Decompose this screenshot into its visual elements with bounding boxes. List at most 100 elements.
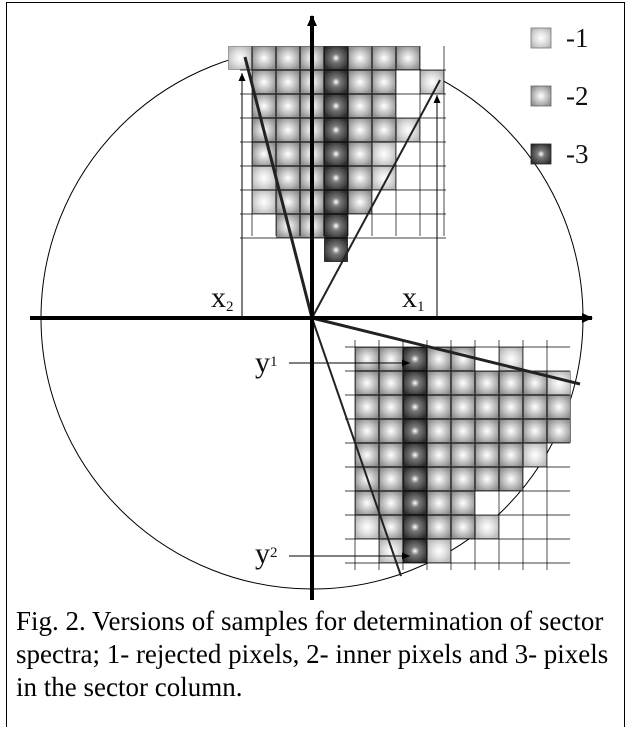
inner-pixel [379, 371, 403, 395]
rejected-pixel [547, 371, 571, 395]
inner-pixel [348, 142, 372, 166]
ray-lower-right [311, 316, 581, 386]
inner-pixel [372, 70, 396, 94]
inner-pixel [348, 46, 372, 70]
inner-pixel [379, 491, 403, 515]
pixel-grid-lines [240, 46, 570, 570]
column-pixel [324, 190, 348, 214]
inner-pixel [348, 166, 372, 190]
inner-pixel [348, 70, 372, 94]
column-pixel [324, 142, 348, 166]
inner-pixel [396, 46, 420, 70]
x2-label: x2 [211, 281, 234, 315]
rejected-pixel [252, 190, 276, 214]
inner-pixel [276, 166, 300, 190]
inner-pixel [276, 142, 300, 166]
inner-pixel [451, 443, 475, 467]
inner-pixel [427, 419, 451, 443]
inner-pixel [427, 347, 451, 371]
inner-pixel [427, 443, 451, 467]
column-pixel [324, 118, 348, 142]
inner-pixel [451, 371, 475, 395]
inner-pixel [499, 443, 523, 467]
inner-pixel [547, 395, 571, 419]
inner-pixel [523, 419, 547, 443]
column-pixel [403, 467, 427, 491]
inner-pixel [451, 491, 475, 515]
inner-pixel [475, 467, 499, 491]
inner-pixel [451, 515, 475, 539]
column-pixel [324, 94, 348, 118]
y2-label: y2 [255, 537, 278, 570]
inner-pixel [348, 118, 372, 142]
inner-pixel [475, 371, 499, 395]
upper-sector-pixels [228, 46, 444, 262]
inner-pixel [252, 70, 276, 94]
inner-pixel [427, 467, 451, 491]
column-pixel [324, 166, 348, 190]
column-pixel [324, 70, 348, 94]
rejected-pixel [475, 515, 499, 539]
y1-label: y1 [255, 346, 278, 379]
inner-pixel [499, 419, 523, 443]
inner-pixel [276, 94, 300, 118]
x1-label: x1 [402, 281, 425, 315]
legend-item-inner: -2 [530, 81, 589, 111]
column-pixel [403, 443, 427, 467]
legend-item-rejected: -1 [530, 23, 589, 53]
inner-pixel [276, 70, 300, 94]
column-pixel [403, 515, 427, 539]
ray-lower-left [311, 317, 402, 577]
figure-caption: Fig. 2. Versions of samples for determin… [16, 606, 609, 702]
column-pixel [403, 539, 427, 563]
inner-pixel [475, 419, 499, 443]
rejected-pixel [523, 443, 547, 467]
inner-pixel [355, 395, 379, 419]
inner-pixel [379, 443, 403, 467]
column-pixel [403, 347, 427, 371]
rejected-pixel [372, 142, 396, 166]
inner-pixel [379, 467, 403, 491]
legend-swatch-column [530, 143, 552, 165]
lower-sector-pixels [355, 347, 571, 563]
rejected-pixel [252, 166, 276, 190]
inner-pixel [475, 443, 499, 467]
inner-pixel [499, 467, 523, 491]
figure-frame [6, 2, 625, 727]
inner-pixel [499, 395, 523, 419]
ray-upper-left [243, 56, 314, 319]
inner-pixel [427, 515, 451, 539]
inner-pixel [451, 395, 475, 419]
inner-pixel [355, 347, 379, 371]
inner-pixel [252, 46, 276, 70]
inner-pixel [348, 94, 372, 118]
inner-pixel [499, 371, 523, 395]
column-pixel [403, 419, 427, 443]
inner-pixel [355, 419, 379, 443]
inner-pixel [427, 371, 451, 395]
rejected-pixel [355, 515, 379, 539]
ray-upper-right [311, 79, 441, 319]
inner-pixel [475, 395, 499, 419]
inner-pixel [372, 46, 396, 70]
legend-label-rejected: -1 [566, 23, 589, 53]
legend-swatch-rejected [530, 27, 552, 49]
legend: -1 -2 -3 [530, 23, 589, 169]
legend-label-inner: -2 [566, 81, 589, 111]
inner-pixel [355, 371, 379, 395]
legend-swatch-inner [530, 85, 552, 107]
inner-pixel [427, 491, 451, 515]
legend-label-column: -3 [566, 139, 589, 169]
inner-pixel [379, 515, 403, 539]
sector-sampling-diagram: x2 x1 y1 y2 -1 -2 -3 [30, 15, 593, 600]
inner-pixel [451, 347, 475, 371]
inner-pixel [276, 118, 300, 142]
column-pixel [403, 491, 427, 515]
column-pixel [324, 214, 348, 238]
rejected-pixel [379, 539, 403, 563]
inner-pixel [427, 395, 451, 419]
inner-pixel [523, 395, 547, 419]
inner-pixel [372, 94, 396, 118]
inner-pixel [451, 419, 475, 443]
inner-pixel [547, 419, 571, 443]
